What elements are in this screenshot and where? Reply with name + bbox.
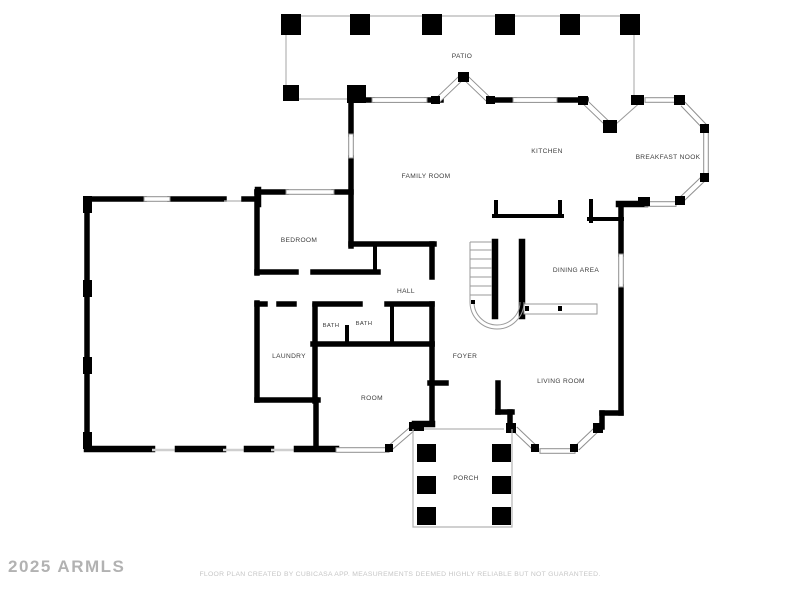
wall-post [700,173,709,182]
wall-post [593,423,603,433]
porch-structure [412,428,513,528]
room-label-living-room: LIVING ROOM [537,378,585,385]
wall-post [674,95,685,105]
wall-post [570,444,578,452]
disclaimer-text: FLOOR PLAN CREATED BY CUBICASA APP. MEAS… [199,571,601,578]
pillar [417,444,436,462]
pillar [495,14,515,35]
wall-post [486,96,495,104]
window [512,97,558,103]
room-label-foyer: FOYER [453,353,477,360]
wall-post [385,444,393,452]
pillar [620,14,640,35]
kitchen-counters [492,199,624,223]
pillar [281,14,301,35]
wall-post [675,196,685,205]
pillar [560,14,580,35]
room-label-patio: PATIO [452,53,473,60]
pillar [492,507,511,525]
wall-post [638,197,650,206]
window [464,76,491,102]
staircase [469,238,598,330]
room-label-room: ROOM [361,395,383,402]
window [388,427,414,450]
window [335,447,390,453]
window [371,97,428,103]
wall-post [603,120,617,133]
wall-post [578,96,588,105]
porch-boundary [412,429,513,528]
interior-walls [254,189,515,452]
pillar [417,476,436,494]
patio-outline [285,15,635,100]
window [143,196,171,202]
wall-post [83,357,92,374]
wall-post [83,196,92,213]
window [618,253,624,288]
window [703,131,709,175]
patio-pillars [281,14,640,103]
pillar [283,85,299,101]
wall-post [458,72,469,82]
window [681,102,707,129]
room-label-bath-1: BATH [323,323,340,329]
wall-post [431,96,440,104]
room-labels: PATIO KITCHEN BREAKFAST NOOK FAMILY ROOM… [272,53,701,482]
pillar [417,507,436,525]
window [539,448,576,454]
pillar [350,14,370,35]
room-label-family-room: FAMILY ROOM [401,173,450,180]
wall-post [83,280,92,297]
wall-post [631,95,644,105]
room-label-bedroom: BEDROOM [281,237,318,244]
pillar [492,444,511,462]
wall-post [83,432,92,449]
wall-post [531,444,539,452]
wall-post [700,124,709,133]
stair-marker [471,300,475,304]
room-label-porch: PORCH [453,475,479,482]
pillar [422,14,442,35]
angled-windows [387,75,708,451]
stair-curve [469,301,525,330]
room-label-dining-area: DINING AREA [553,267,600,274]
stair-curve [473,301,521,326]
window [644,97,677,103]
corner-posts [385,72,709,452]
exterior-walls [83,97,649,453]
pillar [492,476,511,494]
window [436,76,463,102]
room-label-bath-2: BATH [356,321,373,327]
wall-post [409,422,424,431]
stair-marker [525,306,529,311]
wall-post [506,423,516,433]
stair-marker [558,306,562,311]
room-label-hall: HALL [397,288,415,295]
room-label-laundry: LAUNDRY [272,353,306,360]
window [285,189,335,195]
room-label-kitchen: KITCHEN [531,148,562,155]
room-label-breakfast-nook: BREAKFAST NOOK [636,154,701,161]
armls-watermark: 2025 ARMLS [8,557,126,576]
window [348,133,354,159]
patio-boundary [285,15,635,99]
